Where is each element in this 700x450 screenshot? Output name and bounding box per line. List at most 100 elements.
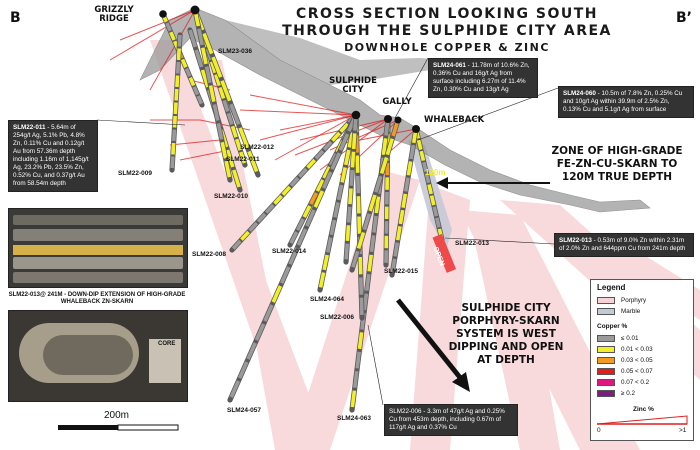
copper-interval bbox=[171, 129, 177, 142]
copper-interval bbox=[240, 230, 250, 241]
copper-interval bbox=[231, 239, 242, 250]
copper-interval bbox=[309, 192, 319, 205]
copper-interval bbox=[298, 167, 308, 178]
copper-interval bbox=[322, 166, 332, 179]
copper-interval bbox=[374, 175, 383, 193]
copper-interval bbox=[336, 184, 344, 201]
copper-interval bbox=[222, 99, 230, 112]
copper-interval bbox=[340, 167, 347, 183]
zone-arrow bbox=[436, 177, 550, 189]
zinc-trace bbox=[249, 94, 357, 116]
legend-title: Legend bbox=[597, 283, 626, 292]
copper-interval bbox=[325, 237, 333, 253]
copper-interval bbox=[333, 202, 340, 218]
copper-interval bbox=[357, 332, 364, 350]
copper-interval bbox=[424, 172, 431, 184]
copper-interval bbox=[238, 361, 249, 379]
copper-interval bbox=[379, 156, 389, 174]
place-sulphide-city: SULPHIDE CITY bbox=[329, 76, 377, 95]
copper-interval bbox=[367, 254, 373, 272]
hole-label: SLM22-014 bbox=[272, 248, 306, 255]
copper-interval bbox=[289, 176, 300, 187]
copper-interval bbox=[395, 226, 402, 241]
assay-callout-slm22-013: SLM22-013 - 0.53m of 9.0% Zn within 2.31… bbox=[554, 233, 694, 257]
copper-interval bbox=[372, 215, 378, 233]
copper-interval bbox=[369, 235, 376, 253]
copper-interval bbox=[343, 149, 351, 166]
zinc-max: >1 bbox=[679, 427, 687, 434]
zinc-trace bbox=[149, 9, 196, 91]
legend-swatch bbox=[597, 308, 615, 315]
copper-interval bbox=[406, 161, 413, 176]
copper-interval bbox=[229, 380, 241, 398]
copper-interval bbox=[239, 151, 247, 164]
copper-interval bbox=[435, 217, 441, 228]
copper-interval bbox=[432, 206, 439, 217]
collar-markers bbox=[159, 5, 420, 133]
skarn-zone-label: ZONE OF HIGH-GRADE FE-ZN-CU-SKARN TO 120… bbox=[551, 145, 683, 183]
copper-interval bbox=[246, 342, 257, 360]
copper-interval bbox=[322, 254, 329, 271]
hole-label: SLM22-011 bbox=[226, 156, 260, 163]
copper-interval bbox=[393, 242, 400, 257]
copper-interval bbox=[427, 184, 433, 195]
copper-interval bbox=[220, 141, 228, 159]
copper-interval bbox=[247, 150, 259, 173]
copper-interval bbox=[313, 190, 325, 208]
copper-interval bbox=[171, 142, 176, 155]
hole-label: SLM22-009 bbox=[118, 170, 152, 177]
copper-interval bbox=[338, 133, 350, 151]
legend-swatch bbox=[597, 297, 615, 304]
copper-interval bbox=[170, 156, 175, 169]
legend-swatch bbox=[597, 335, 615, 342]
hole-label: SLM24-063 bbox=[337, 415, 371, 422]
legend: Legend Porphyry Marble Copper % ≤ 0.01 0… bbox=[590, 279, 694, 441]
copper-interval bbox=[209, 61, 217, 74]
copper-interval bbox=[295, 218, 305, 231]
page-title-line2: THROUGH THE SULPHIDE CITY AREA bbox=[282, 23, 612, 39]
copper-interval bbox=[211, 56, 223, 78]
copper-interval bbox=[264, 203, 275, 214]
copper-interval bbox=[173, 102, 178, 115]
copper-interval bbox=[347, 132, 355, 148]
copper-interval bbox=[288, 247, 299, 265]
copper-interval bbox=[358, 257, 363, 275]
legend-zinc-title: Zinc % bbox=[633, 406, 654, 413]
copper-interval bbox=[184, 67, 192, 78]
hole-label: SLM24-057 bbox=[227, 407, 261, 414]
copper-interval bbox=[318, 272, 326, 288]
copper-interval bbox=[273, 194, 283, 205]
copper-interval bbox=[234, 138, 242, 151]
copper-interval bbox=[248, 221, 259, 232]
dip-arrow bbox=[396, 298, 470, 392]
copper-interval bbox=[403, 177, 410, 192]
copper-interval bbox=[256, 212, 267, 223]
copper-interval bbox=[296, 228, 308, 246]
copper-interval bbox=[232, 169, 241, 188]
copper-interval bbox=[281, 185, 292, 196]
copper-interval bbox=[192, 86, 200, 96]
copper-interval bbox=[345, 225, 351, 241]
copper-interval bbox=[339, 122, 350, 133]
copper-interval bbox=[355, 155, 360, 173]
hole-label: SLM22-010 bbox=[214, 193, 248, 200]
copper-interval bbox=[419, 150, 426, 162]
hole-label: SLM22-008 bbox=[192, 251, 226, 258]
copper-interval bbox=[349, 170, 355, 186]
legend-swatch bbox=[597, 368, 615, 375]
copper-interval bbox=[229, 103, 241, 125]
open-tag bbox=[432, 233, 457, 273]
copper-interval bbox=[398, 209, 405, 225]
place-grizzly-ridge: GRIZZLY RIDGE bbox=[94, 5, 134, 24]
copper-interval bbox=[315, 179, 325, 192]
scale-bar bbox=[58, 424, 179, 431]
legend-swatch bbox=[597, 346, 615, 353]
copper-interval bbox=[356, 175, 361, 194]
copper-interval bbox=[356, 196, 361, 214]
hole-label: SLM22-012 bbox=[240, 144, 274, 151]
copper-interval bbox=[381, 138, 388, 156]
zinc-ramp bbox=[597, 415, 688, 425]
core-photo-caption: SLM22-013@ 241M - DOWN-DIP EXTENSION OF … bbox=[8, 292, 186, 306]
page-title: CROSS SECTION LOOKING SOUTH bbox=[295, 6, 599, 22]
